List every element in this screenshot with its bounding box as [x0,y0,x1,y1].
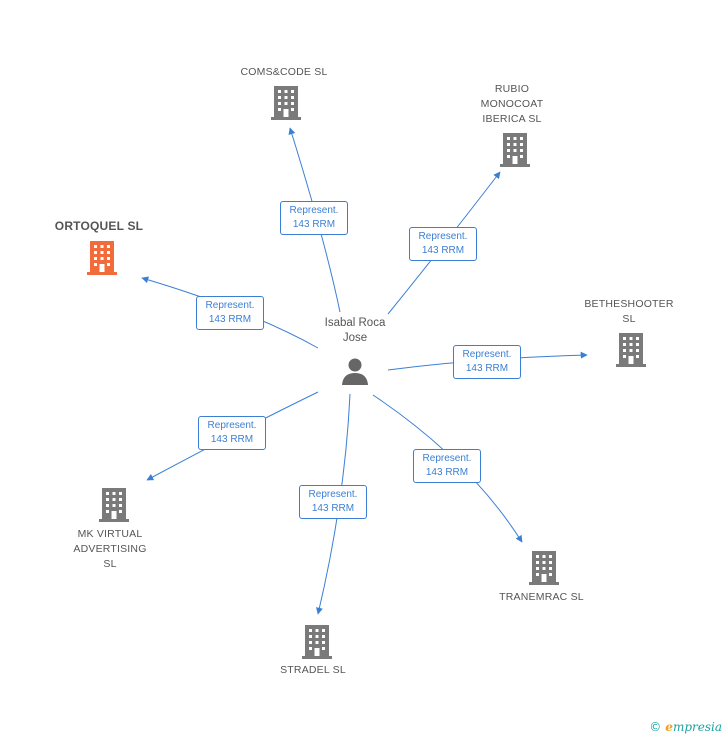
relation-count: 143 RRM [210,434,254,445]
company-label-mkvirtual[interactable]: MK VIRTUAL ADVERTISING SL [73,528,147,570]
company-label-stradel[interactable]: STRADEL SL [280,664,346,676]
relation-count: 143 RRM [425,467,469,478]
relation-type: Represent. [207,420,257,431]
company-label-ortoquel[interactable]: ORTOQUEL SL [54,219,144,233]
building-icon[interactable] [271,86,301,120]
relation-count: 143 RRM [292,219,336,230]
building-icon[interactable] [302,625,332,659]
relation-box-stradel[interactable]: Represent. 143 RRM [299,485,367,519]
relation-box-tranemrac[interactable]: Represent. 143 RRM [413,449,481,483]
relation-box-ortoquel[interactable]: Represent. 143 RRM [196,296,264,330]
relation-type: Represent. [462,349,512,360]
building-icon[interactable] [529,551,559,585]
building-icon-highlighted[interactable] [87,241,117,275]
company-label-rubio[interactable]: RUBIO MONOCOAT IBERICA SL [480,83,544,125]
relation-count: 143 RRM [421,245,465,256]
relation-count: 143 RRM [465,363,509,374]
building-icon[interactable] [500,133,530,167]
copyright-icon: © [649,720,662,734]
relation-count: 143 RRM [311,503,355,514]
relation-type: Represent. [308,489,358,500]
relation-box-betheshooter[interactable]: Represent. 143 RRM [453,345,521,379]
relation-type: Represent. [422,453,472,464]
relation-box-comscode[interactable]: Represent. 143 RRM [280,201,348,235]
relation-count: 143 RRM [208,314,252,325]
building-icon[interactable] [616,333,646,367]
company-label-comscode[interactable]: COMS&CODE SL [240,66,328,78]
relation-type: Represent. [418,231,468,242]
building-icon[interactable] [99,488,129,522]
relation-type: Represent. [205,300,255,311]
person-icon[interactable] [340,356,370,386]
brand-logo-e: e [665,720,673,734]
relation-box-rubio[interactable]: Represent. 143 RRM [409,227,477,261]
brand-logo-text: mpresia [672,720,722,734]
footer-brand: ©empresia [649,720,722,734]
person-name[interactable]: Isabal Roca Jose [324,317,386,344]
company-label-betheshooter[interactable]: BETHESHOOTER SL [584,298,674,325]
relation-type: Represent. [289,205,339,216]
company-label-tranemrac[interactable]: TRANEMRAC SL [499,591,584,603]
relation-box-mkvirtual[interactable]: Represent. 143 RRM [198,416,266,450]
